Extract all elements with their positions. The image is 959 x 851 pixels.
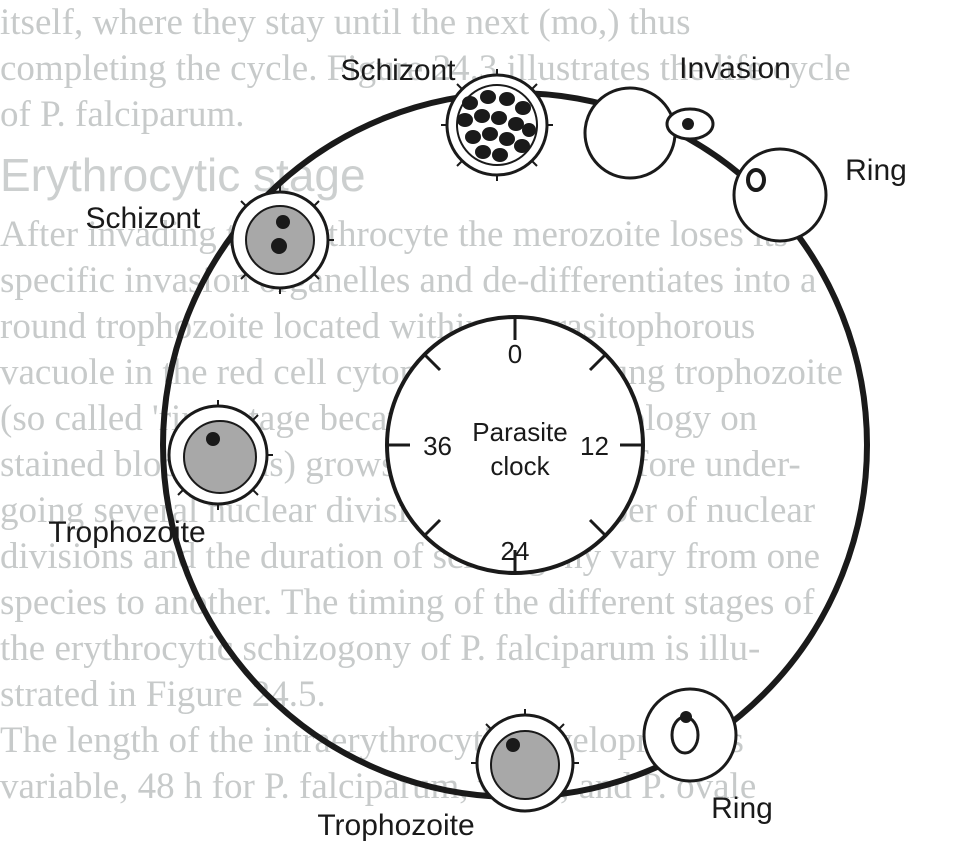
label-schizont-top: Schizont (340, 54, 456, 87)
label-trophozoite-bottom: Trophozoite (317, 809, 474, 842)
clock-mark-0: 0 (508, 339, 522, 369)
parasite-clock: 0 12 24 36 Parasite clock (387, 317, 643, 573)
ring-top-cell (734, 149, 826, 241)
schizont-left-cell (226, 186, 334, 294)
label-schizont-left: Schizont (85, 202, 201, 235)
label-ring-bottom: Ring (711, 792, 773, 825)
schizont-top-cell (441, 69, 553, 181)
clock-label-line1: Parasite (472, 417, 567, 447)
label-invasion: Invasion (679, 52, 791, 85)
label-ring-top: Ring (845, 154, 907, 187)
ring-bottom-cell (644, 689, 736, 781)
label-trophozoite-left: Trophozoite (48, 516, 205, 549)
invasion-cell (585, 88, 713, 178)
trophozoite-left-cell (169, 400, 273, 510)
clock-mark-36: 36 (423, 431, 452, 461)
clock-label-line2: clock (490, 451, 550, 481)
clock-mark-12: 12 (580, 431, 609, 461)
clock-mark-24: 24 (501, 536, 530, 566)
